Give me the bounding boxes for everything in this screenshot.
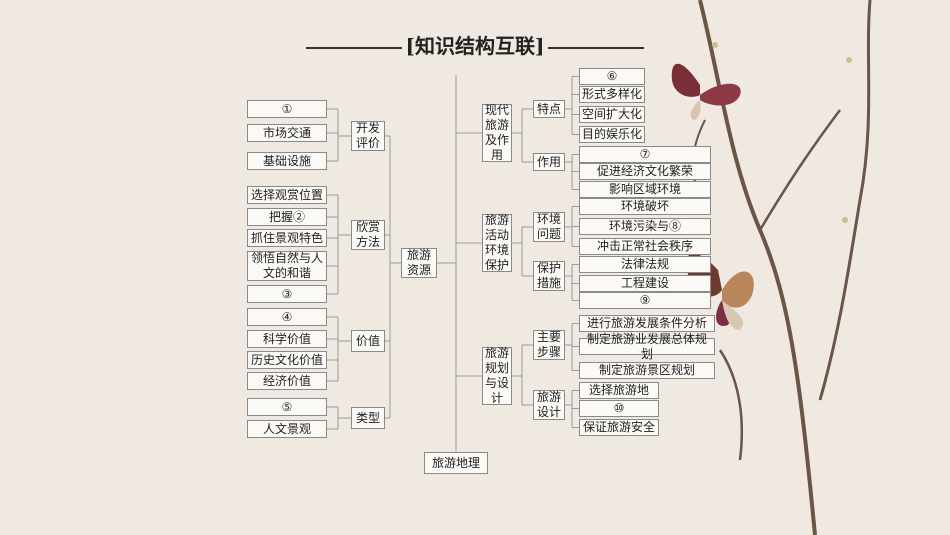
right-sub-0-1: 作用 [533, 153, 565, 171]
right-item-1-0-1: 环境污染与⑧ [579, 218, 711, 235]
right-item-0-1-1: 促进经济文化繁荣 [579, 163, 711, 180]
right-item-1-1-1: 工程建设 [579, 275, 711, 292]
left-item-1-3: 领悟自然与人 文的和谐 [247, 251, 327, 281]
title-text: [知识结构互联] [405, 34, 545, 58]
right-item-1-1-0: 法律法规 [579, 256, 711, 273]
left-group-0: 开发 评价 [351, 121, 385, 151]
right-item-1-1-2: ⑨ [579, 292, 711, 309]
right-item-2-0-2: 制定旅游景区规划 [579, 362, 715, 379]
left-item-1-2: 抓住景观特色 [247, 229, 327, 247]
left-group-3: 类型 [351, 407, 385, 429]
right-item-1-0-0: 环境破坏 [579, 198, 711, 215]
right-sub-1-0: 环境 问题 [533, 212, 565, 242]
right-item-2-1-0: 选择旅游地 [579, 382, 659, 399]
title-rule-left [305, 46, 402, 49]
right-item-0-0-0: ⑥ [579, 68, 645, 85]
left-group-1: 欣赏 方法 [351, 220, 385, 250]
right-item-0-1-0: ⑦ [579, 146, 711, 163]
right-item-0-0-2: 空间扩大化 [579, 106, 645, 123]
left-item-1-4: ③ [247, 285, 327, 303]
diagram-title: [知识结构互联] [0, 30, 950, 59]
right-sub-2-0: 主要 步骤 [533, 330, 565, 360]
left-item-1-1: 把握② [247, 208, 327, 226]
left-item-0-0: ① [247, 100, 327, 118]
title-rule-right [548, 46, 645, 49]
right-item-1-0-2: 冲击正常社会秩序 [579, 238, 711, 255]
right-item-2-0-1: 制定旅游业发展总体规划 [579, 332, 715, 361]
right-sub-0-0: 特点 [533, 100, 565, 118]
right-sub-2-1: 旅游 设计 [533, 390, 565, 420]
right-main-1: 旅游 活动 环境 保护 [482, 213, 512, 272]
left-item-2-0: ④ [247, 308, 327, 326]
left-item-3-0: ⑤ [247, 398, 327, 416]
right-main-0: 现代 旅游 及作 用 [482, 103, 512, 162]
right-item-0-0-1: 形式多样化 [579, 86, 645, 103]
left-group-2: 价值 [351, 330, 385, 352]
butterfly-top [671, 63, 741, 120]
left-center-node: 旅游 资源 [401, 248, 437, 278]
left-item-0-1: 市场交通 [247, 124, 327, 142]
right-item-2-0-0: 进行旅游发展条件分析 [579, 315, 715, 332]
left-item-2-2: 历史文化价值 [247, 351, 327, 369]
right-item-2-1-2: 保证旅游安全 [579, 419, 659, 436]
left-item-2-1: 科学价值 [247, 330, 327, 348]
left-item-2-3: 经济价值 [247, 372, 327, 390]
right-item-0-1-2: 影响区域环境 [579, 181, 711, 198]
right-item-2-1-1: ⑩ [579, 400, 659, 417]
right-item-0-0-3: 目的娱乐化 [579, 126, 645, 143]
root-node: 旅游地理 [424, 452, 488, 474]
right-sub-1-1: 保护 措施 [533, 261, 565, 291]
left-item-0-2: 基础设施 [247, 152, 327, 170]
right-main-2: 旅游 规划 与设 计 [482, 346, 512, 405]
left-item-1-0: 选择观赏位置 [247, 186, 327, 204]
left-item-3-1: 人文景观 [247, 420, 327, 438]
